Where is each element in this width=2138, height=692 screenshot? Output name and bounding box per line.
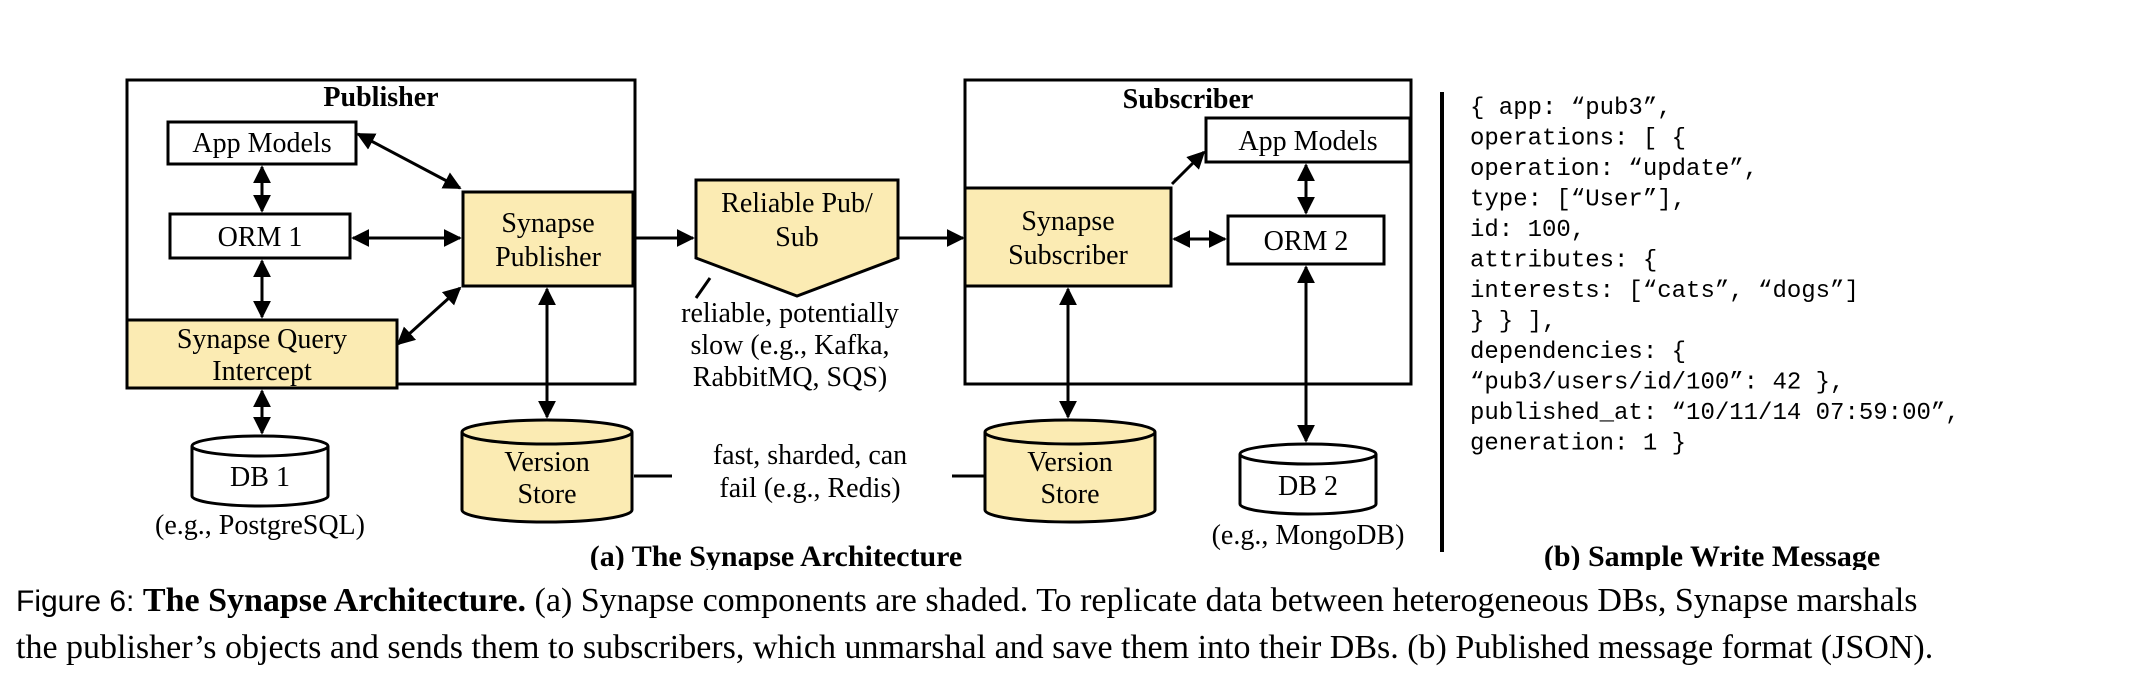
message-line: operation: “update”, [1470, 156, 1758, 183]
pubsub-note-1: reliable, potentially [681, 298, 899, 329]
orm-2-label: ORM 2 [1264, 226, 1349, 257]
synapse-publisher-label-2: Publisher [495, 242, 601, 273]
publisher-title: Publisher [323, 82, 438, 113]
db-1-cylinder [190, 434, 330, 508]
message-line: dependencies: { [1470, 339, 1686, 366]
publisher-app-models-box [166, 120, 358, 166]
caption-line-1: Figure 6: The Synapse Architecture. (a) … [16, 578, 2126, 625]
pubsub-label-1: Reliable Pub/ [721, 188, 873, 219]
db-1-example: (e.g., PostgreSQL) [155, 510, 365, 541]
message-line: published_at: “10/11/14 07:59:00”, [1470, 400, 1960, 427]
message-line: id: 100, [1470, 217, 1585, 244]
synapse-subscriber-box [963, 186, 1173, 288]
query-intercept-label-2: Intercept [212, 356, 312, 387]
arrow-synapse-subscriber-app-models [1170, 150, 1206, 186]
pubsub-note-pointer [694, 277, 712, 299]
message-line: attributes: { [1470, 248, 1657, 275]
caption-line-1-text: (a) Synapse components are shaded. To re… [526, 582, 1918, 619]
subscriber-title: Subscriber [1123, 84, 1254, 115]
version-store-note-1: fast, sharded, can [713, 440, 907, 471]
message-line: “pub3/users/id/100”: 42 }, [1470, 370, 1844, 397]
synapse-publisher-label-1: Synapse [501, 208, 594, 239]
message-line: generation: 1 } [1470, 431, 1686, 458]
orm-1-box [168, 212, 352, 260]
subscriber-app-models-box [1204, 116, 1412, 164]
db-2-cylinder [1238, 442, 1378, 516]
synapse-subscriber-label-1: Synapse [1021, 206, 1114, 237]
publisher-app-models-label: App Models [192, 128, 331, 159]
pubsub-note-2: slow (e.g., Kafka, [690, 330, 889, 361]
pubsub-note-3: RabbitMQ, SQS) [693, 362, 887, 393]
arrow-query-intercept-synapse-publisher [396, 286, 462, 346]
publisher-version-store-label-2: Store [517, 479, 576, 510]
synapse-subscriber-label-2: Subscriber [1008, 240, 1128, 271]
figure-label: Figure 6: [16, 585, 135, 618]
subscriber-app-models-label: App Models [1238, 126, 1377, 157]
subscriber-version-store-label-1: Version [1027, 447, 1113, 478]
subcaption-b: (b) Sample Write Message [1544, 540, 1880, 570]
publisher-version-store-label-1: Version [504, 447, 590, 478]
caption-line-2: the publisher’s objects and sends them t… [16, 629, 1934, 666]
synapse-query-intercept-box [125, 318, 399, 390]
architecture-diagram: Publisher App Models ORM 1 Synapse Publi… [125, 78, 1960, 570]
message-line: } } ], [1470, 309, 1556, 336]
figure-caption: Figure 6: The Synapse Architecture. (a) … [16, 578, 2126, 671]
db-2-example: (e.g., MongoDB) [1212, 520, 1405, 551]
reliable-pubsub-shape [694, 178, 900, 298]
message-line: operations: [ { [1470, 126, 1686, 153]
arrow-app-models-synapse-publisher [356, 132, 462, 190]
query-intercept-label-1: Synapse Query [177, 324, 347, 355]
subcaption-a: (a) The Synapse Architecture [590, 540, 963, 570]
db-2-label: DB 2 [1278, 471, 1338, 502]
orm-2-box [1226, 214, 1386, 266]
db-1-label: DB 1 [230, 462, 290, 493]
sample-write-message: { app: “pub3”, operations: [ { operation… [1470, 95, 1960, 458]
message-line: type: [“User”], [1470, 187, 1686, 214]
orm-1-label: ORM 1 [218, 222, 303, 253]
subscriber-version-store-label-2: Store [1040, 479, 1099, 510]
publisher-version-store-cylinder [460, 418, 634, 524]
caption-title: The Synapse Architecture. [142, 582, 527, 619]
version-store-note-2: fail (e.g., Redis) [719, 473, 900, 504]
subscriber-version-store-cylinder [983, 418, 1157, 524]
message-line: interests: [“cats”, “dogs”] [1470, 278, 1859, 305]
message-line: { app: “pub3”, [1470, 95, 1672, 122]
pubsub-label-2: Sub [775, 222, 819, 253]
